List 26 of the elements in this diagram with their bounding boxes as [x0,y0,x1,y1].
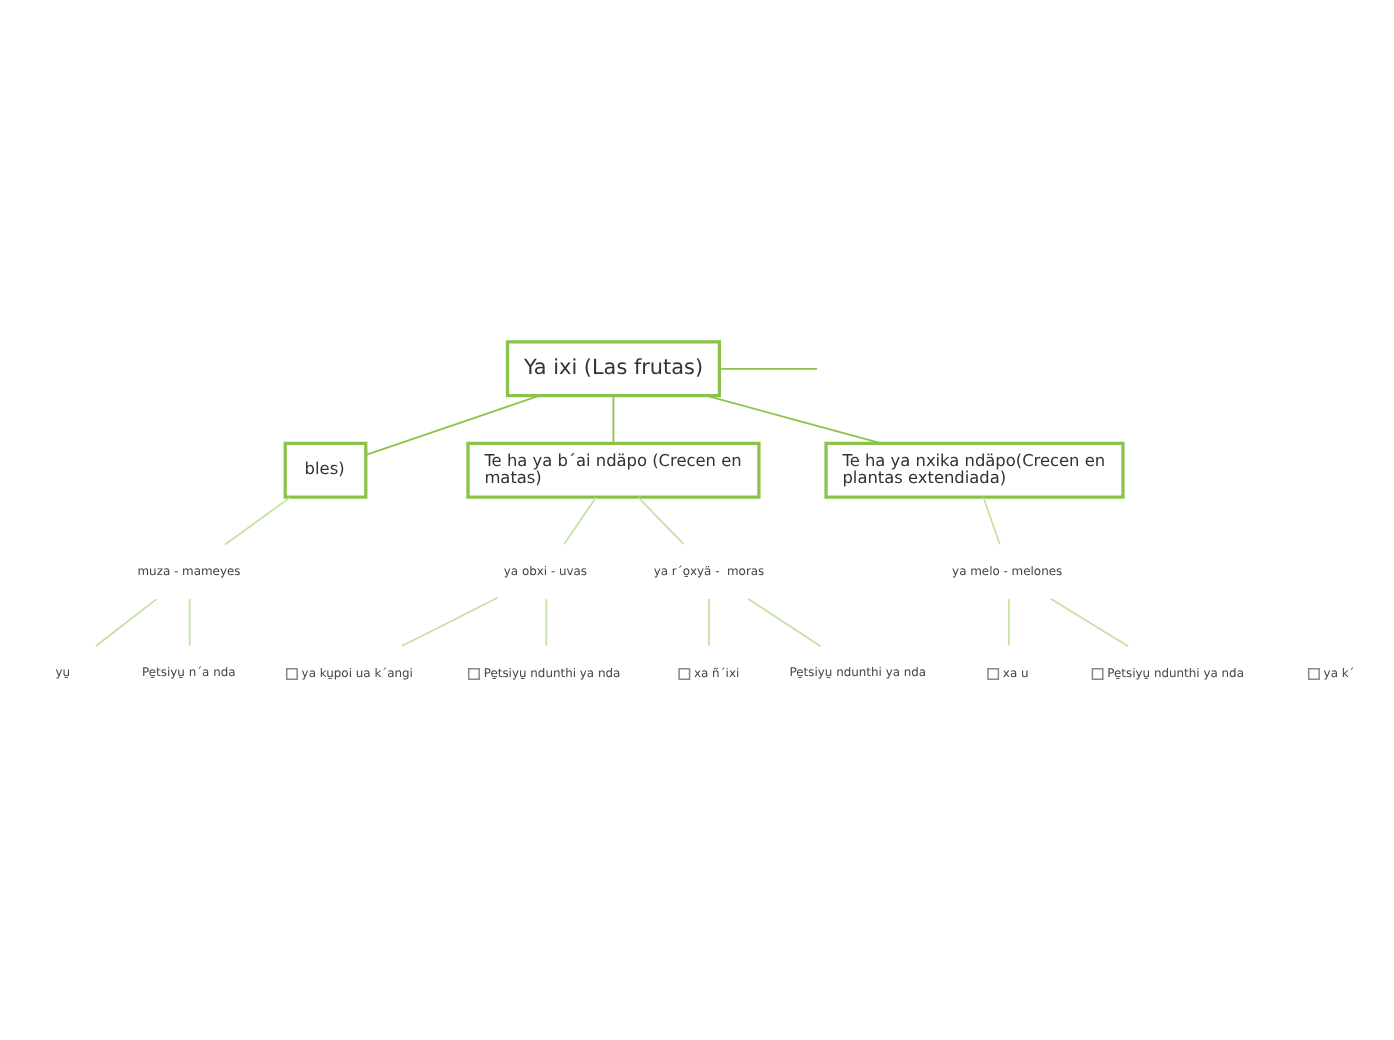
connector [224,495,291,545]
connector [95,597,158,646]
connector [708,597,710,646]
connector [188,597,191,646]
node-box [1307,666,1320,679]
connector [545,597,548,646]
node-box: Ya ixi (Las frutas) [505,339,721,397]
node-box [678,666,691,679]
node-box [468,666,480,679]
connector [706,393,883,444]
node-box [1091,666,1104,679]
connector [1049,596,1130,647]
connector [563,495,597,545]
connector [637,495,685,545]
node-box [987,666,1000,679]
connector [718,366,818,369]
connector [365,393,540,455]
connector [982,495,1001,545]
node-box: bles) [283,440,368,498]
node-box: Te ha ya nxika ndäpo(Crecen en plantas extendiada) [824,440,1125,498]
node-box: Te ha ya b´ai ndäpo (Crecen en matas) [466,440,761,498]
node-box [285,666,298,679]
connector [400,595,499,646]
connector [747,596,822,647]
connector [612,394,615,443]
connector [1007,597,1010,646]
